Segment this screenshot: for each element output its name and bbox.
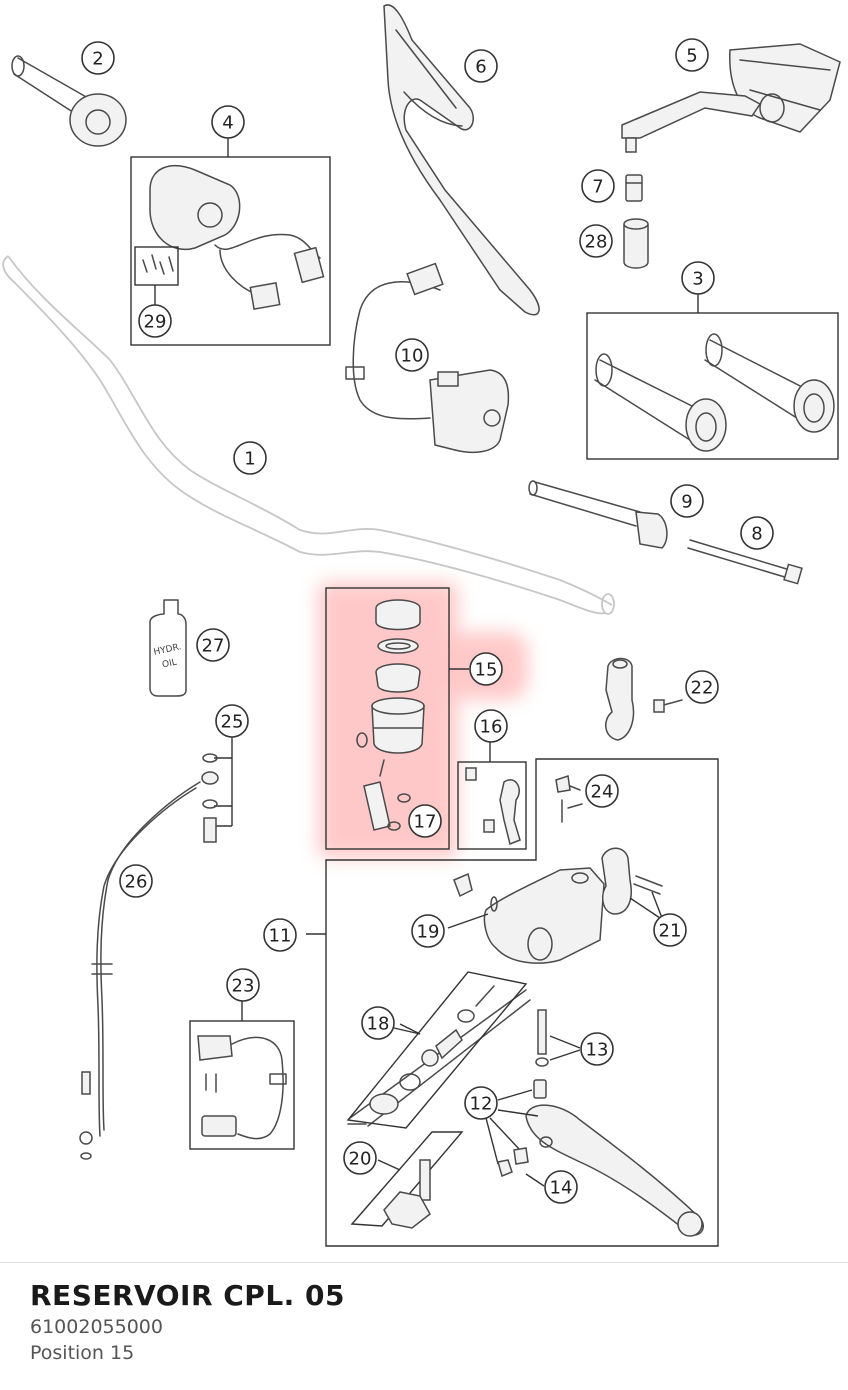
callout-label-25: 25 bbox=[221, 712, 244, 733]
callout-label-9: 9 bbox=[681, 492, 692, 513]
info-divider bbox=[0, 1262, 848, 1263]
part-title: RESERVOIR CPL. 05 bbox=[30, 1279, 346, 1312]
bottle-label-line1: HYDR. bbox=[153, 642, 182, 658]
bottle-label-line2: OIL bbox=[161, 658, 178, 671]
callout-22[interactable]: 22 bbox=[685, 670, 719, 704]
callout-12[interactable]: 12 bbox=[464, 1086, 498, 1120]
callout-label-22: 22 bbox=[691, 678, 714, 699]
callout-label-12: 12 bbox=[470, 1094, 493, 1115]
grip-left[interactable] bbox=[11, 55, 127, 147]
callout-label-27: 27 bbox=[202, 636, 225, 657]
pivot-bolt-and-nut[interactable] bbox=[535, 1009, 549, 1067]
box-3 bbox=[586, 312, 839, 460]
callout-label-6: 6 bbox=[475, 57, 486, 78]
callout-5[interactable]: 5 bbox=[675, 38, 709, 72]
brake-lever[interactable] bbox=[525, 1079, 704, 1237]
callout-label-14: 14 bbox=[550, 1178, 573, 1199]
master-cylinder-body[interactable] bbox=[453, 867, 605, 964]
callout-label-1: 1 bbox=[244, 449, 255, 470]
box-16 bbox=[457, 761, 527, 850]
callout-27[interactable]: 27 bbox=[196, 628, 230, 662]
lever-adjuster[interactable] bbox=[497, 1147, 529, 1178]
brake-light-switch[interactable] bbox=[197, 1035, 287, 1140]
box-20 bbox=[350, 1131, 464, 1227]
box-15 bbox=[325, 587, 450, 850]
callout-7[interactable]: 7 bbox=[581, 169, 615, 203]
brake-light-switch-bracket[interactable] bbox=[383, 1159, 431, 1229]
callout-20[interactable]: 20 bbox=[343, 1141, 377, 1175]
grip-pair[interactable] bbox=[594, 333, 835, 452]
part-position: Position 15 bbox=[30, 1342, 135, 1364]
callout-label-15: 15 bbox=[475, 660, 498, 681]
callout-label-28: 28 bbox=[585, 232, 608, 253]
lever-guard[interactable] bbox=[383, 4, 540, 316]
callout-label-10: 10 bbox=[401, 346, 424, 367]
callout-16[interactable]: 16 bbox=[474, 709, 508, 743]
callout-17[interactable]: 17 bbox=[408, 804, 442, 838]
callout-label-23: 23 bbox=[232, 976, 255, 997]
clamp-21[interactable] bbox=[601, 847, 663, 915]
callout-15[interactable]: 15 bbox=[469, 652, 503, 686]
callout-label-5: 5 bbox=[686, 46, 697, 67]
handlebar[interactable] bbox=[2, 255, 615, 615]
reservoir-assembly[interactable] bbox=[356, 599, 425, 831]
switch-assembly-right[interactable] bbox=[345, 262, 510, 453]
part-info-panel: RESERVOIR CPL. 05 61002055000 Position 1… bbox=[30, 1278, 345, 1366]
callout-24[interactable]: 24 bbox=[585, 774, 619, 808]
callout-26[interactable]: 26 bbox=[119, 864, 153, 898]
callout-25[interactable]: 25 bbox=[215, 704, 249, 738]
callout-13[interactable]: 13 bbox=[580, 1032, 614, 1066]
callout-label-18: 18 bbox=[367, 1014, 390, 1035]
callout-9[interactable]: 9 bbox=[670, 484, 704, 518]
callout-label-19: 19 bbox=[417, 922, 440, 943]
callout-3[interactable]: 3 bbox=[681, 261, 715, 295]
exploded-parts-diagram: HYDR. OIL bbox=[2, 4, 841, 1247]
callout-label-24: 24 bbox=[591, 782, 614, 803]
callout-11[interactable]: 11 bbox=[263, 918, 297, 952]
callout-label-13: 13 bbox=[586, 1040, 609, 1061]
callout-21[interactable]: 21 bbox=[653, 913, 687, 947]
callout-14[interactable]: 14 bbox=[544, 1170, 578, 1204]
callout-8[interactable]: 8 bbox=[740, 516, 774, 550]
part-number: 61002055000 bbox=[30, 1316, 163, 1338]
callout-label-26: 26 bbox=[125, 872, 148, 893]
callout-29[interactable]: 29 bbox=[138, 304, 172, 338]
brake-hose[interactable] bbox=[79, 753, 219, 1160]
screw-set-24[interactable] bbox=[555, 775, 583, 823]
hydraulic-oil-bottle[interactable]: HYDR. OIL bbox=[149, 599, 187, 697]
callout-label-29: 29 bbox=[144, 312, 167, 333]
reservoir-bracket[interactable] bbox=[465, 767, 521, 846]
mirror-adapter[interactable] bbox=[625, 174, 643, 202]
box-4 bbox=[130, 156, 331, 346]
switch-assembly-left[interactable] bbox=[134, 165, 325, 310]
callout-label-8: 8 bbox=[751, 524, 762, 545]
clamp-with-bolt[interactable] bbox=[605, 657, 683, 741]
mirror-nut[interactable] bbox=[623, 218, 649, 269]
callout-label-3: 3 bbox=[692, 269, 703, 290]
piston-seal-kit[interactable] bbox=[346, 971, 531, 1129]
bar-end-weight[interactable] bbox=[528, 480, 668, 549]
callout-2[interactable]: 2 bbox=[81, 41, 115, 75]
callout-28[interactable]: 28 bbox=[579, 224, 613, 258]
callout-1[interactable]: 1 bbox=[233, 441, 267, 475]
box-11 bbox=[325, 758, 719, 1247]
callout-23[interactable]: 23 bbox=[226, 968, 260, 1002]
callout-label-7: 7 bbox=[592, 177, 603, 198]
callout-label-4: 4 bbox=[222, 113, 233, 134]
bar-end-screw[interactable] bbox=[687, 539, 803, 585]
mirror[interactable] bbox=[621, 43, 841, 153]
callout-label-2: 2 bbox=[92, 49, 103, 70]
callout-label-11: 11 bbox=[269, 926, 292, 947]
callout-label-17: 17 bbox=[414, 812, 437, 833]
callout-label-16: 16 bbox=[480, 717, 503, 738]
callout-label-21: 21 bbox=[659, 921, 682, 942]
callout-label-20: 20 bbox=[349, 1149, 372, 1170]
callout-18[interactable]: 18 bbox=[361, 1006, 395, 1040]
callout-6[interactable]: 6 bbox=[464, 49, 498, 83]
callout-19[interactable]: 19 bbox=[411, 914, 445, 948]
callout-10[interactable]: 10 bbox=[395, 338, 429, 372]
callout-4[interactable]: 4 bbox=[211, 105, 245, 139]
